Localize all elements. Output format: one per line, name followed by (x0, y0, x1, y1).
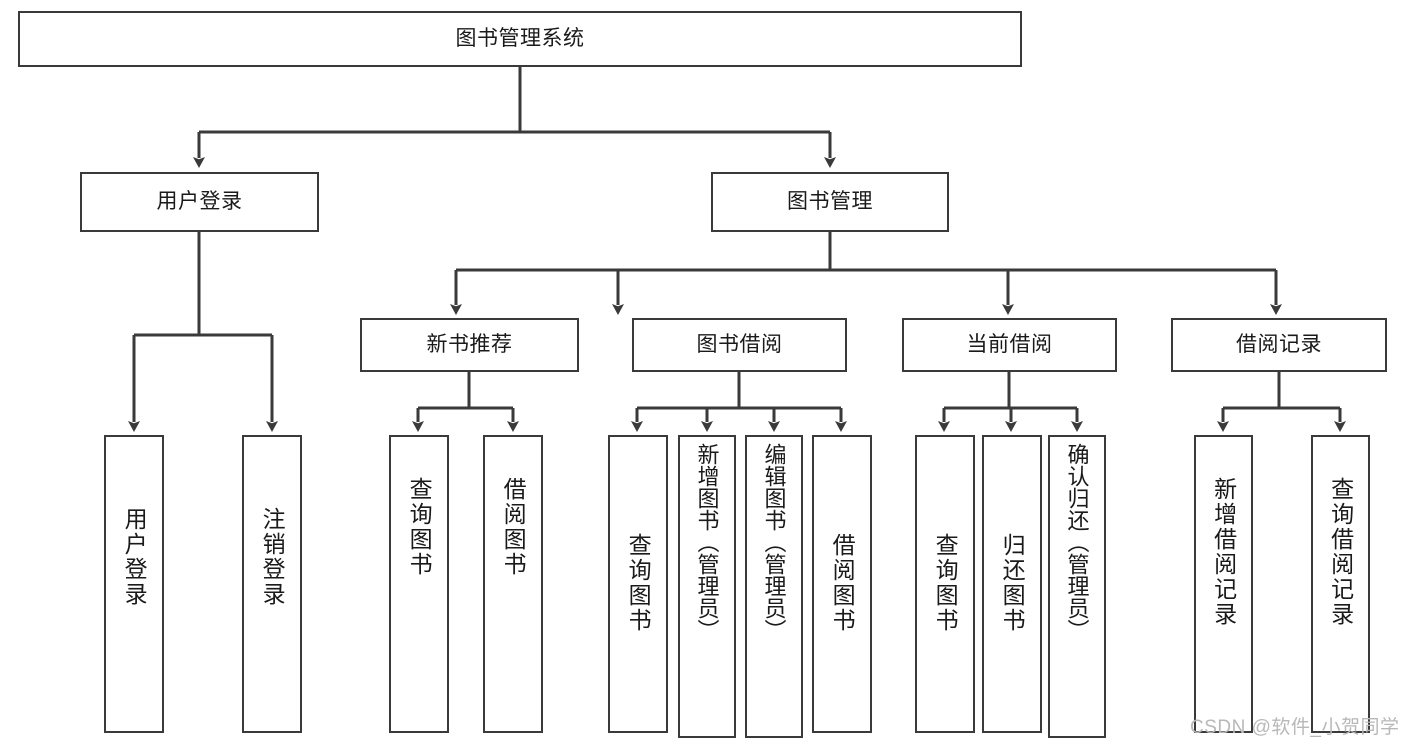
node-current-borrow[interactable]: 当前借阅 (902, 318, 1117, 372)
leaf-confirm-return-admin[interactable]: 确认归还（管理员） (1048, 435, 1106, 738)
csdn-watermark: CSDN @软件_小贺同学 (1190, 717, 1400, 738)
node-label: 新书推荐 (426, 332, 513, 356)
node-borrow-record[interactable]: 借阅记录 (1171, 318, 1387, 372)
node-user-login[interactable]: 用户登录 (80, 172, 319, 232)
leaf-borrow-book[interactable]: 借阅图书 (812, 435, 872, 733)
node-label: 图书管理 (787, 189, 873, 213)
node-label: 当前借阅 (966, 332, 1053, 356)
leaf-add-borrow-record[interactable]: 新增借阅记录 (1194, 435, 1253, 733)
node-label: 注销登录 (259, 507, 286, 607)
node-label: 图书管理系统 (455, 26, 585, 50)
node-label: 借阅图书 (829, 533, 856, 633)
node-book-management[interactable]: 图书管理 (711, 172, 949, 232)
node-label: 归还图书 (999, 533, 1026, 633)
leaf-query-borrow-record[interactable]: 查询借阅记录 (1311, 435, 1370, 733)
node-book-borrow[interactable]: 图书借阅 (632, 318, 847, 372)
node-label: 确认归还（管理员） (1064, 443, 1090, 641)
node-label: 新增图书（管理员） (694, 443, 720, 641)
node-label: 借阅记录 (1236, 332, 1322, 356)
node-label: 图书借阅 (696, 332, 783, 356)
leaf-return-book[interactable]: 归还图书 (982, 435, 1042, 733)
node-label: 编辑图书（管理员） (761, 443, 787, 641)
node-label: 查询图书 (625, 533, 652, 633)
node-label: 用户登录 (156, 189, 243, 213)
node-label: 查询图书 (406, 477, 433, 577)
leaf-user-login[interactable]: 用户登录 (104, 435, 164, 733)
leaf-edit-book-admin[interactable]: 编辑图书（管理员） (745, 435, 803, 738)
node-label: 新增借阅记录 (1210, 477, 1237, 627)
node-new-book-recommend[interactable]: 新书推荐 (360, 318, 579, 372)
leaf-query-book-current[interactable]: 查询图书 (915, 435, 975, 733)
leaf-add-book-admin[interactable]: 新增图书（管理员） (678, 435, 736, 738)
leaf-query-book-recommend[interactable]: 查询图书 (389, 435, 449, 733)
leaf-borrow-book-recommend[interactable]: 借阅图书 (483, 435, 543, 733)
node-root-book-management-system[interactable]: 图书管理系统 (18, 11, 1022, 67)
node-label: 用户登录 (121, 507, 148, 607)
node-label: 查询借阅记录 (1327, 477, 1354, 627)
leaf-logout[interactable]: 注销登录 (242, 435, 302, 733)
node-label: 查询图书 (932, 533, 959, 633)
node-label: 借阅图书 (500, 477, 527, 577)
leaf-query-book-borrow[interactable]: 查询图书 (608, 435, 668, 733)
